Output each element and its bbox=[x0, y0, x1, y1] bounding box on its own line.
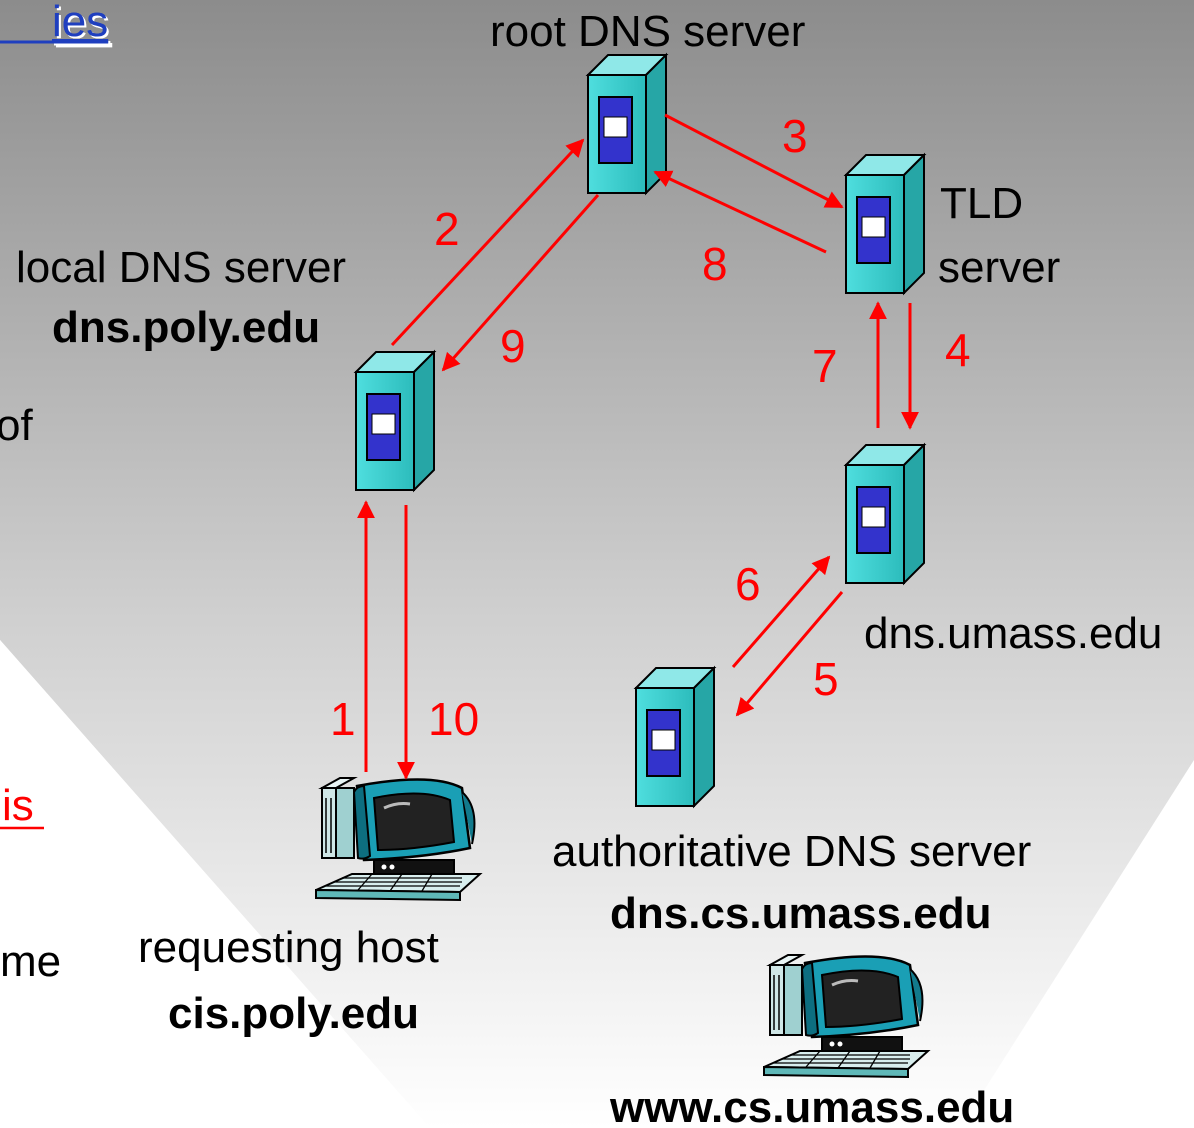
authoritative-dns-server-host: dns.cs.umass.edu bbox=[610, 889, 991, 938]
tld-server-label-line1: TLD bbox=[940, 179, 1023, 228]
background-lower-left bbox=[0, 640, 430, 1128]
step-label-8: 8 bbox=[702, 238, 728, 290]
local-dns-server-label: local DNS server bbox=[16, 243, 346, 292]
arrow-step-5 bbox=[735, 591, 844, 717]
local-dns-server-icon bbox=[355, 351, 435, 491]
arrow-step-8 bbox=[653, 170, 827, 254]
arrow-step-3 bbox=[664, 113, 844, 209]
requesting-host-name: cis.poly.edu bbox=[168, 989, 419, 1038]
tld-server-icon bbox=[845, 154, 925, 294]
arrow-step-9 bbox=[441, 194, 600, 372]
requesting-host-label: requesting host bbox=[138, 923, 439, 972]
body-fragment-is: is bbox=[2, 781, 34, 830]
body-fragment-of: of bbox=[0, 401, 33, 450]
step-label-3: 3 bbox=[782, 110, 808, 162]
step-label-6: 6 bbox=[735, 558, 761, 610]
arrow-step-6 bbox=[731, 555, 831, 668]
step-label-1: 1 bbox=[330, 693, 356, 745]
target-host-computer-icon bbox=[762, 953, 930, 1079]
target-host-name: www.cs.umass.edu bbox=[609, 1083, 1014, 1128]
requesting-host-computer-icon bbox=[314, 776, 482, 902]
step-label-9: 9 bbox=[500, 320, 526, 372]
authoritative-dns-server-label: authoritative DNS server bbox=[552, 827, 1031, 876]
root-dns-server-label: root DNS server bbox=[490, 7, 805, 56]
local-dns-server-host: dns.poly.edu bbox=[52, 303, 320, 352]
arrow-step-2 bbox=[390, 138, 585, 347]
step-label-10: 10 bbox=[428, 693, 479, 745]
umass-dns-server-icon bbox=[845, 444, 925, 584]
slide-title-fragment: ies bbox=[52, 0, 108, 46]
authoritative-dns-server-icon bbox=[635, 667, 715, 807]
umass-dns-server-label: dns.umass.edu bbox=[864, 609, 1162, 658]
root-dns-server-icon bbox=[587, 54, 667, 194]
step-label-4: 4 bbox=[945, 324, 971, 376]
step-label-7: 7 bbox=[812, 340, 838, 392]
body-fragment-me: me bbox=[0, 937, 61, 986]
tld-server-label-line2: server bbox=[938, 243, 1060, 292]
step-label-5: 5 bbox=[813, 653, 839, 705]
step-label-2: 2 bbox=[434, 203, 460, 255]
